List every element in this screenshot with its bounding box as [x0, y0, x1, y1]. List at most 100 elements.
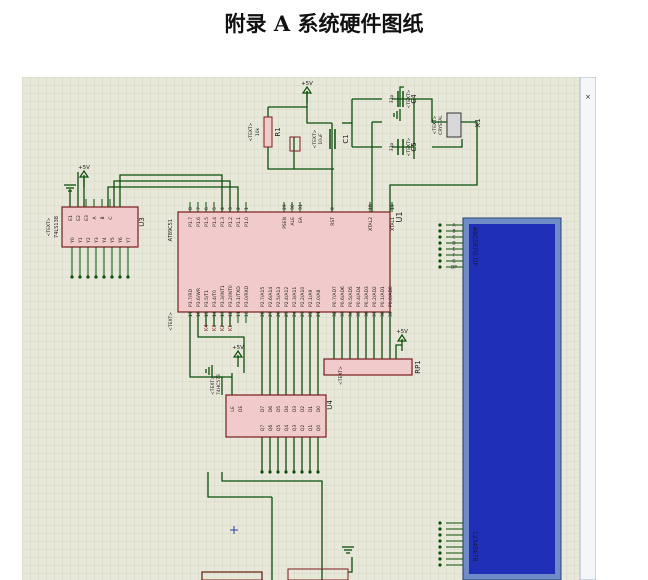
u3-ground	[64, 184, 76, 192]
c1-text-placeholder: <TEXT>	[312, 129, 318, 148]
display-seg-pin-name: G	[452, 259, 455, 264]
u1-p0-pin-name: P0.2/AD2	[372, 286, 378, 307]
u1-ctrl-pin-num: 30	[290, 204, 296, 210]
u3-in-pin-name: E2	[76, 215, 82, 221]
u1-p1-pin-name: P1.6	[196, 217, 202, 227]
u1-p0-pin-name: P0.4/AD4	[356, 286, 362, 307]
u1-p2-pin-num: 23	[300, 311, 306, 317]
u4-q-pin-name: Q5	[276, 425, 282, 432]
r1-ref: R1	[274, 127, 282, 136]
u4-out-dot	[276, 470, 280, 474]
display-digit-dot	[438, 563, 442, 567]
u3-body	[61, 206, 139, 248]
u1-ctrl-pin-num: 18	[368, 204, 374, 210]
u4-out-dot	[260, 470, 264, 474]
u1-p0-pin-name: P0.6/AD6	[340, 286, 346, 307]
u4-out-dot	[268, 470, 272, 474]
r1-body	[263, 116, 273, 148]
u4-d-pin-name: D1	[308, 406, 314, 412]
u1-p0-pin-num: 36	[364, 311, 370, 317]
u1-p2-pin-num: 25	[284, 311, 290, 317]
schematic-diagram: ×	[22, 77, 596, 580]
display-seg-dot	[438, 229, 442, 233]
u4-body	[225, 394, 327, 438]
u1-ctrl-pin-name: RST	[330, 217, 336, 226]
u1-p3-pin-num: 13	[220, 311, 226, 317]
bottom-part-partial	[287, 568, 349, 580]
u1-p0-pin-name: P0.1/AD1	[380, 286, 386, 307]
u1-p1-pin-name: P1.7	[188, 217, 194, 227]
display-seg-dot	[438, 235, 442, 239]
u1-p2-pin-name: P2.7/A15	[260, 287, 266, 307]
c4-text-placeholder: <TEXT>	[406, 89, 412, 108]
u1-p1-pin-name: P1.2	[228, 217, 234, 227]
u4-d-pin-name: D7	[260, 406, 266, 412]
u1-p1-pin-num: 2	[236, 207, 242, 210]
u4-q-pin-name: Q6	[268, 425, 274, 432]
u4-d-pin-name: D3	[292, 406, 298, 412]
u3-out-dot	[78, 275, 82, 279]
u1-p0-pin-num: 39	[388, 311, 394, 317]
power-arrow-icon	[232, 349, 244, 358]
u1-p2-pin-name: P2.3/A11	[292, 287, 298, 307]
u1-p2-pin-name: P2.4/A12	[284, 287, 290, 307]
u1-p0-pin-num: 35	[356, 311, 362, 317]
crystal-ground	[393, 109, 401, 121]
power-label: +5V	[232, 345, 244, 351]
x1-part: CRYSTAL	[438, 115, 444, 135]
u1-p2-pin-num: 28	[260, 311, 266, 317]
key-label: K2	[220, 325, 226, 331]
u1-p0-pin-num: 34	[348, 311, 354, 317]
c4-value: 33p	[389, 95, 395, 104]
key-label: K3	[212, 325, 218, 331]
key-label: K4	[204, 325, 210, 331]
u1-p1-pin-name: P1.5	[204, 217, 210, 227]
display-seg-dot	[438, 247, 442, 251]
u1-p1-pin-name: P1.0	[244, 217, 250, 227]
u3-in-pin-name: E1	[68, 215, 74, 221]
power-arrow-icon	[396, 333, 408, 342]
u1-body	[177, 211, 391, 313]
u4-d-pin-name: D0	[316, 406, 322, 412]
u3-out-pin-name: Y2	[86, 237, 92, 244]
u1-p1-pin-name: P1.4	[212, 217, 218, 227]
u4-out-dot	[316, 470, 320, 474]
u3-in-pin-name: B	[100, 216, 106, 219]
display-digit-dot	[438, 551, 442, 555]
u4-text-placeholder: <TEXT>	[210, 376, 216, 395]
side-panel-close-icon[interactable]: ×	[585, 93, 591, 101]
u3-out-dot	[70, 275, 74, 279]
display-seg-pin-name: B	[453, 229, 456, 234]
u4-out-dot	[284, 470, 288, 474]
display-screen	[469, 224, 555, 574]
u1-p3-pin-num: 10	[244, 311, 250, 317]
side-panel-strip	[579, 77, 596, 580]
u4-d-pin-name: D4	[284, 406, 290, 412]
u1-p1-pin-num: 6	[204, 207, 210, 210]
u1-p0-pin-num: 38	[380, 311, 386, 317]
u4-out-dot	[292, 470, 296, 474]
u1-p3-pin-num: 11	[236, 311, 242, 317]
u1-p2-pin-num: 21	[316, 311, 322, 317]
u4-part: 74HC573	[216, 374, 222, 395]
c5-ref: C5	[410, 142, 418, 151]
bottom-part-partial	[201, 571, 263, 580]
display-digit-dot	[438, 539, 442, 543]
display-seg-pin-name: A	[453, 223, 456, 228]
u1-p2-pin-num: 26	[276, 311, 282, 317]
u4-d-pin-name: D5	[276, 406, 282, 412]
display-digit-dot	[438, 545, 442, 549]
u3-out-dot	[102, 275, 106, 279]
u3-out-pin-name: Y4	[102, 237, 108, 244]
u1-p0-pin-num: 32	[332, 311, 338, 317]
u1-p0-pin-num: 37	[372, 311, 378, 317]
display-digit-dot	[438, 521, 442, 525]
x1-ref: X1	[474, 118, 482, 127]
u1-part: AT89C51	[168, 219, 174, 241]
display-bottom-text: 12345678	[471, 531, 478, 562]
u1-p0-pin-name: P0.3/AD3	[364, 286, 370, 307]
u4-ctrl-name: OE	[238, 406, 244, 413]
u1-p1-pin-num: 4	[220, 207, 226, 210]
u4-q-pin-name: Q2	[300, 425, 306, 432]
display-top-text: ABCDEFG DP	[471, 227, 478, 266]
